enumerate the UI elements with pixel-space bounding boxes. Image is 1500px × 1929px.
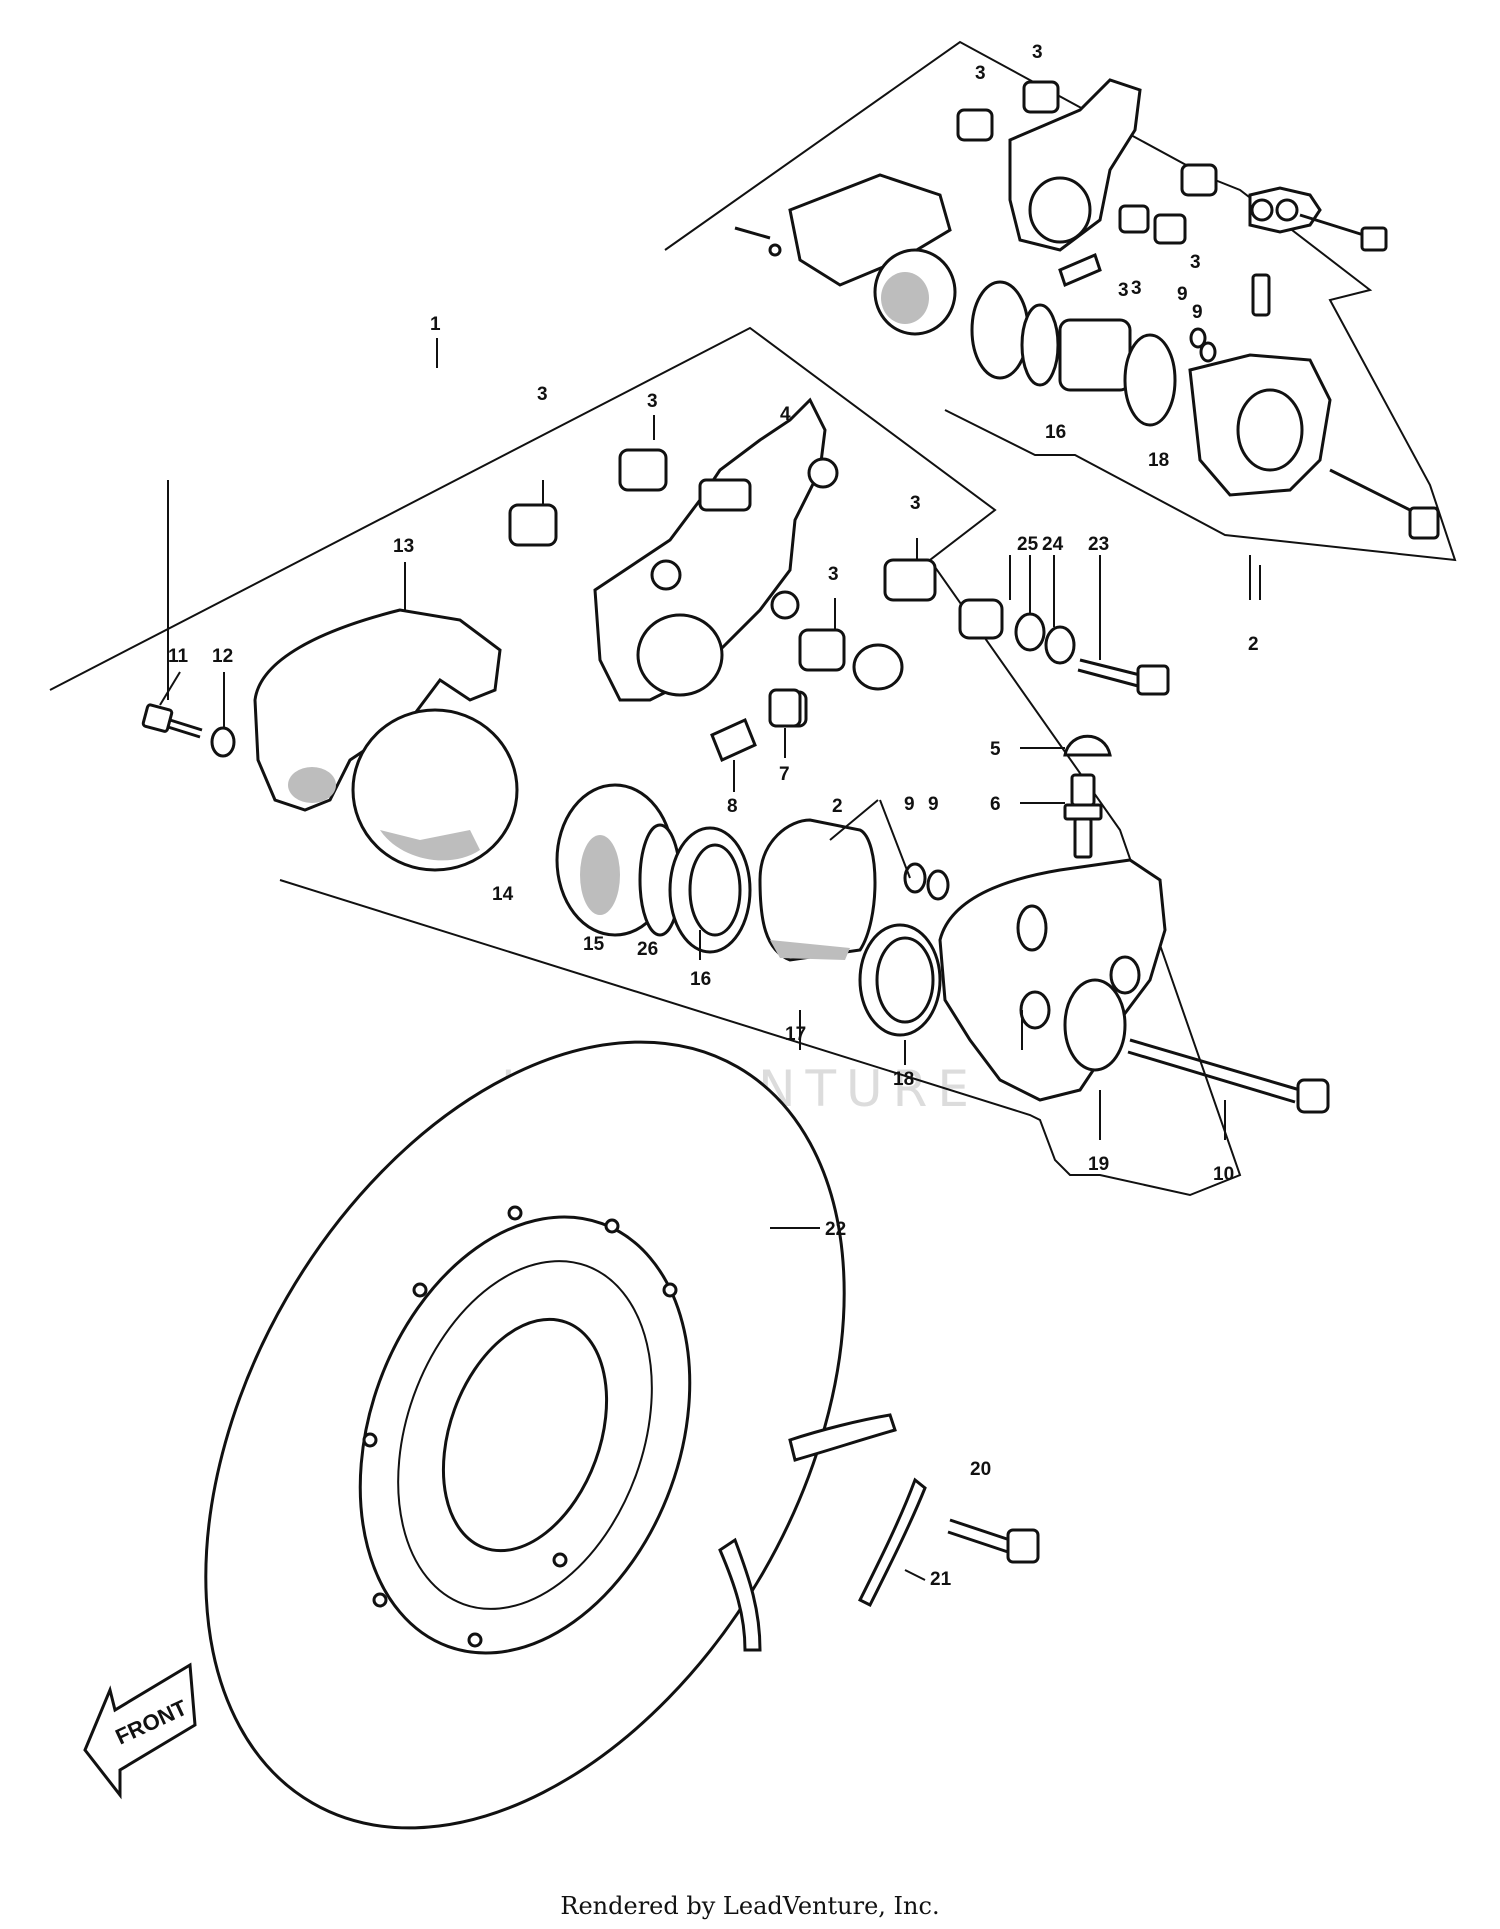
callout-18: 18: [1148, 450, 1169, 471]
callout-3: 3: [1032, 42, 1043, 63]
callout-25: 25: [1017, 534, 1039, 555]
piston-17: [758, 818, 877, 962]
callout-16: 16: [1045, 422, 1066, 443]
callout-3: 3: [1118, 280, 1129, 301]
callout-3: 3: [537, 384, 548, 405]
bolt-20: [947, 1518, 1040, 1564]
callout-14: 14: [492, 884, 514, 905]
callout-5: 5: [990, 739, 1001, 760]
callout-10: 10: [1213, 1164, 1234, 1185]
callout-20: 20: [970, 1459, 991, 1480]
callout-3: 3: [1131, 278, 1142, 299]
assembly-outline-main: [49, 326, 1242, 1197]
bolt-23: [1077, 658, 1170, 696]
callout-8: 8: [727, 796, 738, 817]
washer-24: [1014, 612, 1046, 652]
callout-26: 26: [637, 939, 658, 960]
callout-3: 3: [647, 391, 658, 412]
washer-24b: [1044, 625, 1076, 665]
callout-4: 4: [780, 404, 791, 425]
callout-3: 3: [1190, 252, 1201, 273]
bolt-11: [141, 703, 203, 739]
lock-washer-21: [718, 1413, 927, 1652]
washer-9a: [903, 862, 927, 894]
pad-holder-13: [253, 608, 502, 812]
bleeder-cap-5: [1063, 734, 1112, 757]
callout-1: 1: [430, 314, 441, 335]
callout-labels: 1 2 2 3 3 3 3 3 3 3 3 3 4 5 6 7 8 9 9 9 …: [168, 42, 1259, 1590]
callout-3: 3: [910, 493, 921, 514]
callout-13: 13: [393, 536, 414, 557]
callout-23: 23: [1088, 534, 1109, 555]
callout-3: 3: [828, 564, 839, 585]
callout-24: 24: [1042, 534, 1064, 555]
callout-17: 17: [785, 1024, 806, 1045]
washer-9b: [926, 869, 950, 901]
callout-9: 9: [1192, 302, 1203, 323]
callout-2: 2: [832, 796, 843, 817]
front-arrow: FRONT: [83, 1662, 197, 1800]
footer-credit: Rendered by LeadVenture, Inc.: [560, 1892, 940, 1920]
callout-19: 19: [1088, 1154, 1109, 1175]
upper-caliper-parts: [734, 78, 1440, 540]
bolt-10: [1127, 1038, 1330, 1114]
washer-12: [210, 726, 236, 758]
bleeder-valve-6: [1063, 773, 1103, 859]
clip-8: [710, 717, 757, 763]
assembly-outline-upper: [664, 40, 1457, 562]
callout-9: 9: [928, 794, 939, 815]
callout-18: 18: [893, 1069, 914, 1090]
callout-9: 9: [904, 794, 915, 815]
brake-pad-14: [351, 708, 519, 872]
callout-16: 16: [690, 969, 711, 990]
callout-9: 9: [1177, 284, 1188, 305]
callout-22: 22: [825, 1219, 846, 1240]
callout-15: 15: [583, 934, 605, 955]
callout-11: 11: [168, 646, 189, 667]
brake-disc-22: [204, 1040, 846, 1830]
callout-3: 3: [975, 63, 986, 84]
callout-12: 12: [212, 646, 233, 667]
bushing-25: [958, 598, 1004, 640]
disc-bolt-holes: [362, 1205, 678, 1648]
callout-21: 21: [930, 1569, 952, 1590]
callout-7: 7: [779, 764, 790, 785]
callout-2: 2: [1248, 634, 1259, 655]
pin-7: [768, 688, 802, 728]
leader-lines: [159, 338, 1261, 1140]
callout-6: 6: [990, 794, 1001, 815]
sleeve-small: [852, 643, 904, 691]
